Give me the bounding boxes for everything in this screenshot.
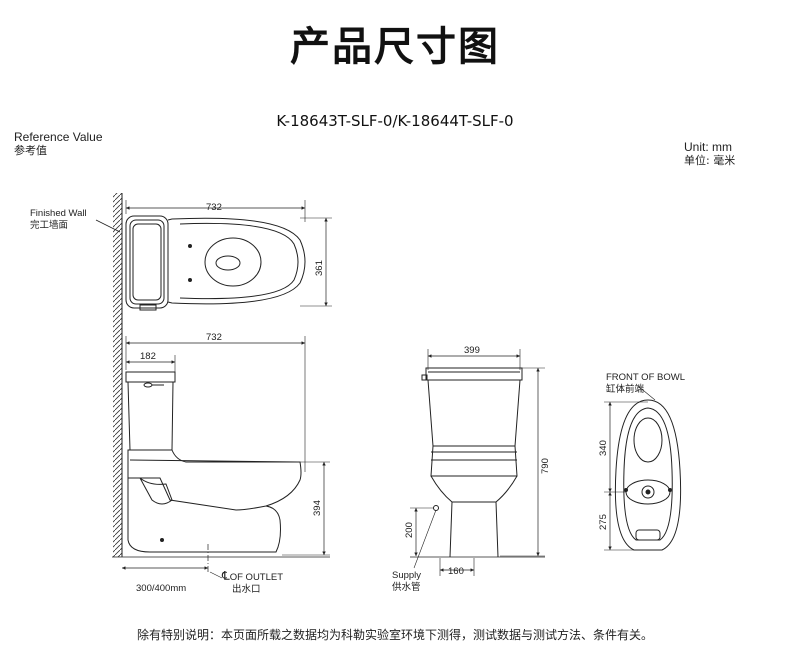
dim-top-length: 732: [206, 202, 222, 213]
outlet-label-cn: 出水口: [232, 584, 261, 595]
rough-in-label: 300/400mm: [136, 583, 187, 594]
model-number: K-18643T-SLF-0/K-18644T-SLF-0: [276, 112, 514, 130]
reference-label: Reference Value 参考值: [14, 130, 103, 158]
dim-outlet-height: 394: [312, 500, 323, 516]
dim-front-width: 399: [464, 345, 480, 356]
outlet-label: ℄OF OUTLET 出水口: [222, 570, 283, 596]
front-of-bowl-cn: 缸体前端: [606, 384, 645, 395]
dim-total-height: 790: [540, 458, 551, 474]
supply-label: Supply 供水管: [392, 570, 421, 594]
dim-top-width: 361: [314, 260, 325, 276]
dim-tank-depth: 182: [140, 351, 156, 362]
unit-label: Unit: mm 单位: 毫米: [684, 140, 735, 168]
supply-label-en: Supply: [392, 570, 422, 581]
bottom-view: [604, 385, 682, 551]
dim-side-length: 732: [206, 332, 222, 343]
footer-note: 除有特别说明：本页面所载之数据均为科勒实验室环境下测得，测试数据与测试方法、条件…: [136, 628, 653, 642]
finished-wall-label: Finished Wall 完工墙面: [30, 208, 87, 232]
front-view: [410, 349, 545, 576]
centerline-symbol: ℄: [222, 569, 230, 583]
dim-base-width: 160: [448, 566, 464, 577]
unit-label-en: Unit: mm: [684, 140, 732, 154]
dim-bowl-rear: 275: [598, 514, 609, 530]
dim-bowl-front: 340: [598, 440, 609, 456]
reference-label-en: Reference Value: [14, 130, 103, 144]
top-view: [125, 200, 332, 311]
front-of-bowl-label: FRONT OF BOWL 缸体前端: [606, 372, 685, 396]
side-view: [112, 336, 330, 579]
supply-label-cn: 供水管: [392, 582, 421, 593]
outlet-label-en: OF OUTLET: [229, 572, 284, 583]
page-title: 产品尺寸图: [290, 24, 500, 70]
front-of-bowl-en: FRONT OF BOWL: [606, 372, 685, 383]
reference-label-cn: 参考值: [14, 144, 47, 157]
dim-supply-height: 200: [404, 522, 415, 538]
unit-label-cn: 单位: 毫米: [684, 154, 736, 167]
finished-wall-en: Finished Wall: [30, 208, 87, 219]
finished-wall-cn: 完工墙面: [30, 220, 69, 231]
finished-wall: [95, 193, 123, 557]
